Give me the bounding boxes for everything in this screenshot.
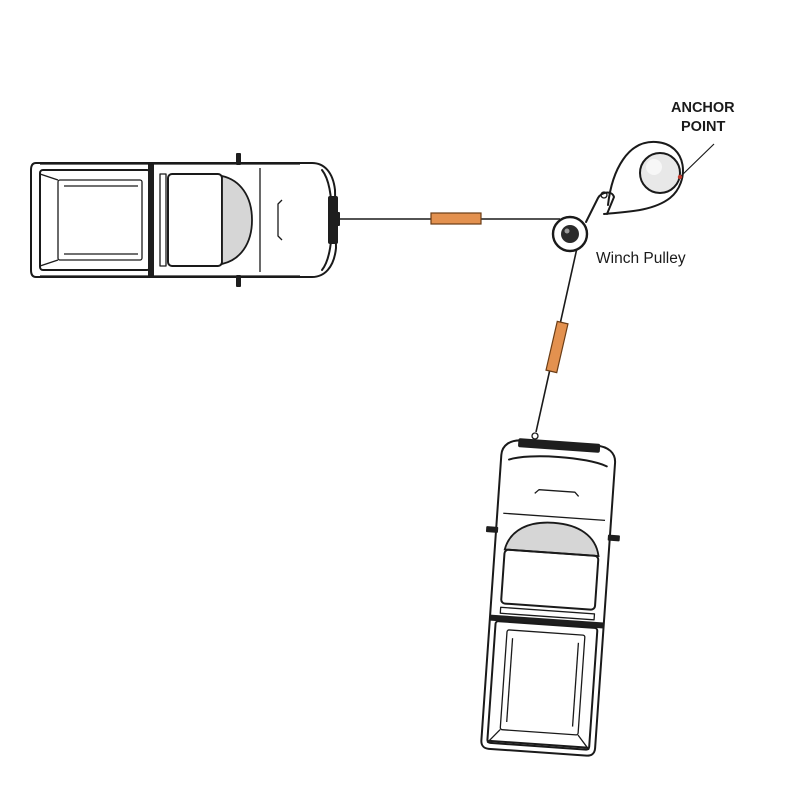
truck2-mirror-left — [485, 526, 499, 533]
tree-strap-horizontal — [430, 212, 482, 225]
cable-hook — [531, 432, 539, 440]
truck1-bed-inner — [57, 179, 143, 261]
anchor-label-line1: ANCHOR — [671, 100, 735, 116]
winch-cable — [338, 218, 578, 440]
pulley-label: Winch Pulley — [596, 250, 686, 267]
anchor-point: ANCHOR POINT — [603, 100, 735, 215]
truck1-cab-divider — [148, 163, 154, 277]
truck2-bumper — [518, 438, 601, 453]
recovery-truck — [480, 438, 620, 757]
pulley-hub — [561, 225, 579, 243]
truck2-cab-divider — [489, 614, 604, 629]
truck2-bed-inner — [499, 629, 586, 736]
anchor-pointer-line — [679, 143, 715, 178]
truck1-hood-scoop — [277, 199, 283, 241]
truck1-rear-window — [159, 173, 167, 267]
anchor-tree — [639, 152, 681, 194]
truck2-tailgate — [488, 739, 589, 749]
truck2-rear-window — [499, 606, 596, 621]
tree-strap-diagonal — [545, 320, 569, 374]
truck2-bed-rib — [506, 638, 514, 723]
truck2-hood-seam — [503, 512, 606, 522]
shackle-pin — [600, 191, 608, 199]
truck2-hood-scoop — [534, 489, 580, 497]
truck2-roof — [500, 548, 600, 611]
truck1-winch — [332, 212, 340, 226]
stuck-truck — [30, 153, 340, 287]
truck2-grille — [508, 455, 608, 468]
truck2-bed-outer — [486, 620, 599, 751]
truck2-bed-rib — [571, 642, 580, 727]
truck2-mirror-right — [607, 534, 620, 542]
pulley-hub-shine — [564, 228, 570, 234]
truck1-mirror-right — [236, 275, 241, 287]
anchor-marker-dot — [677, 174, 683, 180]
anchor-label-line2: POINT — [681, 119, 725, 135]
truck1-bed-corner — [39, 173, 59, 181]
anchor-strap-loop — [603, 140, 684, 215]
truck1-bed-corner — [39, 259, 59, 267]
truck2-windshield — [503, 521, 600, 557]
anchor-tree-highlight — [646, 159, 662, 175]
winch-pulley: Winch Pulley — [551, 191, 686, 267]
truck1-windshield — [221, 174, 253, 266]
truck1-mirror-left — [236, 153, 241, 165]
